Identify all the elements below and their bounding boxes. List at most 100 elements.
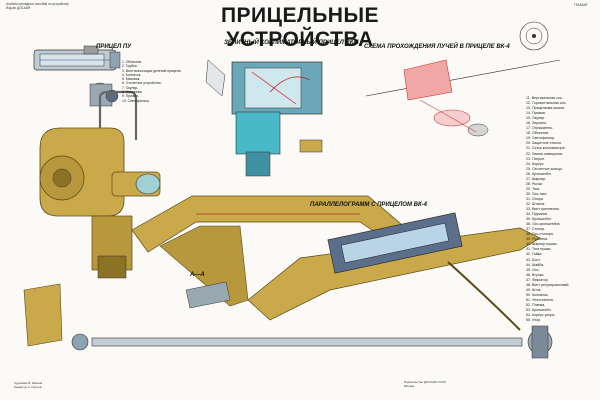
- sight-head-handle: [98, 90, 138, 140]
- header-note-line-2: Изд-во ДОСААФ: [6, 6, 31, 10]
- parallelogram-drawing: [131, 195, 541, 331]
- legend-item: 24. Корпус.: [526, 161, 545, 166]
- sight-head-hub: [52, 168, 72, 188]
- reticle-mid: [525, 27, 543, 45]
- legend-item: 12. Горизонтальная ось.: [526, 101, 567, 106]
- legend-item: 18. Объектив.: [526, 131, 550, 136]
- legend-item: 23. Патрон.: [526, 156, 546, 161]
- legend-item: 13. Прицельная шкала.: [526, 106, 566, 111]
- pu-drum: [83, 45, 99, 55]
- pu-legend-item: 2. Трубка.: [122, 64, 138, 69]
- parallelogram-link: [447, 261, 521, 331]
- legend-item: 45. Ось.: [526, 267, 540, 272]
- legend-item: 22. Лампа освещения.: [526, 151, 564, 156]
- pu-legend: 1. Объектив. 2. Трубка. 3. Винт выносящи…: [122, 60, 200, 103]
- legend-item: 15. Окуляр.: [526, 116, 546, 121]
- pu-legend-item: 8. Наглазник.: [122, 90, 143, 95]
- vk4-glass: [205, 59, 226, 97]
- ray-filter: [467, 123, 489, 137]
- legend-item: 39. Рукоятка.: [526, 237, 549, 242]
- legend-item: 32. Штанга.: [526, 201, 546, 206]
- sight-head-mount: [97, 255, 127, 279]
- legend-item: 50. Колпачок.: [526, 292, 549, 297]
- header-note-line-1: Альбом наглядных пособий по устройству: [6, 2, 69, 6]
- legend-item: 36. Ось кронштейна.: [526, 222, 561, 227]
- legend-item: 20. Защитное стекло.: [526, 141, 562, 146]
- ray-path-drawing: [365, 21, 561, 137]
- label-section-aa: А—А: [190, 272, 205, 278]
- legend-item: 11. Вертикальная ось.: [526, 96, 563, 100]
- pu-legend-item: 6. Отсчетное устройство.: [122, 81, 162, 86]
- header-note: Альбом наглядных пособий по устройству И…: [6, 2, 69, 10]
- legend-item: 33. Винт крепления.: [526, 207, 560, 212]
- ray-beam: [419, 99, 477, 133]
- legend-item: 35. Кронштейн.: [526, 217, 552, 222]
- legend-item: 52. Планка.: [526, 302, 546, 307]
- bottom-rod-drawing: [71, 325, 553, 359]
- pu-legend-item: 1. Объектив.: [122, 60, 142, 64]
- pu-legend-item: 7. Окуляр.: [122, 85, 139, 90]
- footer-left: Художник В. Иванов Редактор А. Петров: [14, 381, 174, 390]
- legend-item: 25. Отсчетное кольцо.: [526, 166, 564, 171]
- pu-legend-item: 5. Маховик.: [122, 77, 141, 82]
- legend-item: 34. Пружина.: [526, 212, 548, 217]
- legend-item: 49. Шток.: [526, 287, 542, 292]
- legend-item: 54. Корпус упора.: [526, 313, 556, 318]
- bottom-rod-joint-left: [71, 333, 89, 351]
- support-detail-drawing: [23, 281, 231, 347]
- legend-item: 44. Шайба.: [526, 262, 545, 267]
- vk4-lower-housing: [235, 111, 281, 155]
- reticle-outer: [519, 21, 549, 51]
- poster-title: ПРИЦЕЛЬНЫЕ УСТРОЙСТВА: [220, 4, 380, 51]
- support-bracket: [23, 283, 63, 347]
- ray-line: [365, 59, 561, 97]
- pu-legend-item: 4. Колпачок.: [122, 72, 142, 77]
- legend-item: 17. Отражатель.: [526, 126, 554, 131]
- legend-item: 46. Втулка.: [526, 272, 545, 277]
- sight-head-drawing: [39, 90, 161, 279]
- legend-item: 41. Тяга пушки.: [526, 247, 552, 252]
- legend-item: 27. Шарнир.: [526, 176, 547, 181]
- legend-item: 30. Ось тяги.: [526, 191, 548, 196]
- legend-item: 16. Зеркало.: [526, 121, 547, 126]
- legend-item: 47. Фиксатор.: [526, 277, 549, 282]
- legend-item: 29. Тяга.: [526, 186, 541, 191]
- legend-item: 14. Призма.: [526, 111, 546, 116]
- legend-item: 37. Стопор.: [526, 227, 546, 232]
- legend-item: 26. Кронштейн.: [526, 171, 552, 176]
- header-tag: ПЛАКАТ: [574, 3, 588, 7]
- legend-item: 42. Гайка.: [526, 252, 543, 257]
- footer-left-line: Редактор А. Петров: [14, 384, 42, 389]
- parts-legend: 11. Вертикальная ось.12. Горизонтальная …: [526, 96, 596, 323]
- label-pu: ПРИЦЕЛ ПУ: [96, 44, 132, 50]
- section-aa-part: [185, 281, 231, 309]
- ray-mirror: [403, 59, 453, 101]
- legend-item: 53. Кронштейн.: [526, 307, 552, 312]
- pu-legend-item: 9. Призма.: [122, 94, 139, 99]
- pu-legend-item: 10. Светофильтр.: [122, 98, 150, 103]
- vk4-lamp: [299, 139, 323, 153]
- legend-item: 38. Ось стопора.: [526, 232, 554, 237]
- sight-head-lens: [135, 173, 161, 195]
- bottom-rod-bracket: [531, 325, 549, 359]
- vk4-cutaway-drawing: [205, 59, 323, 177]
- footer-left-line: Художник В. Иванов: [14, 381, 43, 385]
- reticle-center: [532, 34, 536, 38]
- legend-item: 55. Упор.: [526, 318, 542, 323]
- legend-item: 43. Болт.: [526, 257, 541, 262]
- footer-right: Издательство ДОСААФ СССР Москва: [404, 380, 594, 389]
- legend-item: 48. Винт регулировочный.: [526, 282, 570, 287]
- pu-legend-item: 3. Винт выносящих делений прицела.: [122, 68, 182, 73]
- vk4-lamp-holder: [245, 151, 271, 177]
- footer-right-line: Москва: [404, 383, 415, 388]
- label-parallelogram: ПАРАЛЛЕЛОГРАММ С ПРИЦЕЛОМ ВК-4: [310, 202, 427, 208]
- footer-right-line: Издательство ДОСААФ СССР: [404, 380, 446, 384]
- parallelogram-piston: [340, 222, 450, 264]
- pu-sight-drawing: [33, 45, 121, 107]
- vk4-ray: [269, 76, 311, 93]
- label-vk4: ЗЕНИТНЫЙ КОЛЛИМАТОРНЫЙ ПРИЦЕЛ ВК-4: [224, 40, 359, 46]
- legend-item: 51. Уплотнитель.: [526, 297, 555, 302]
- legend-item: 28. Рычаг.: [526, 181, 543, 186]
